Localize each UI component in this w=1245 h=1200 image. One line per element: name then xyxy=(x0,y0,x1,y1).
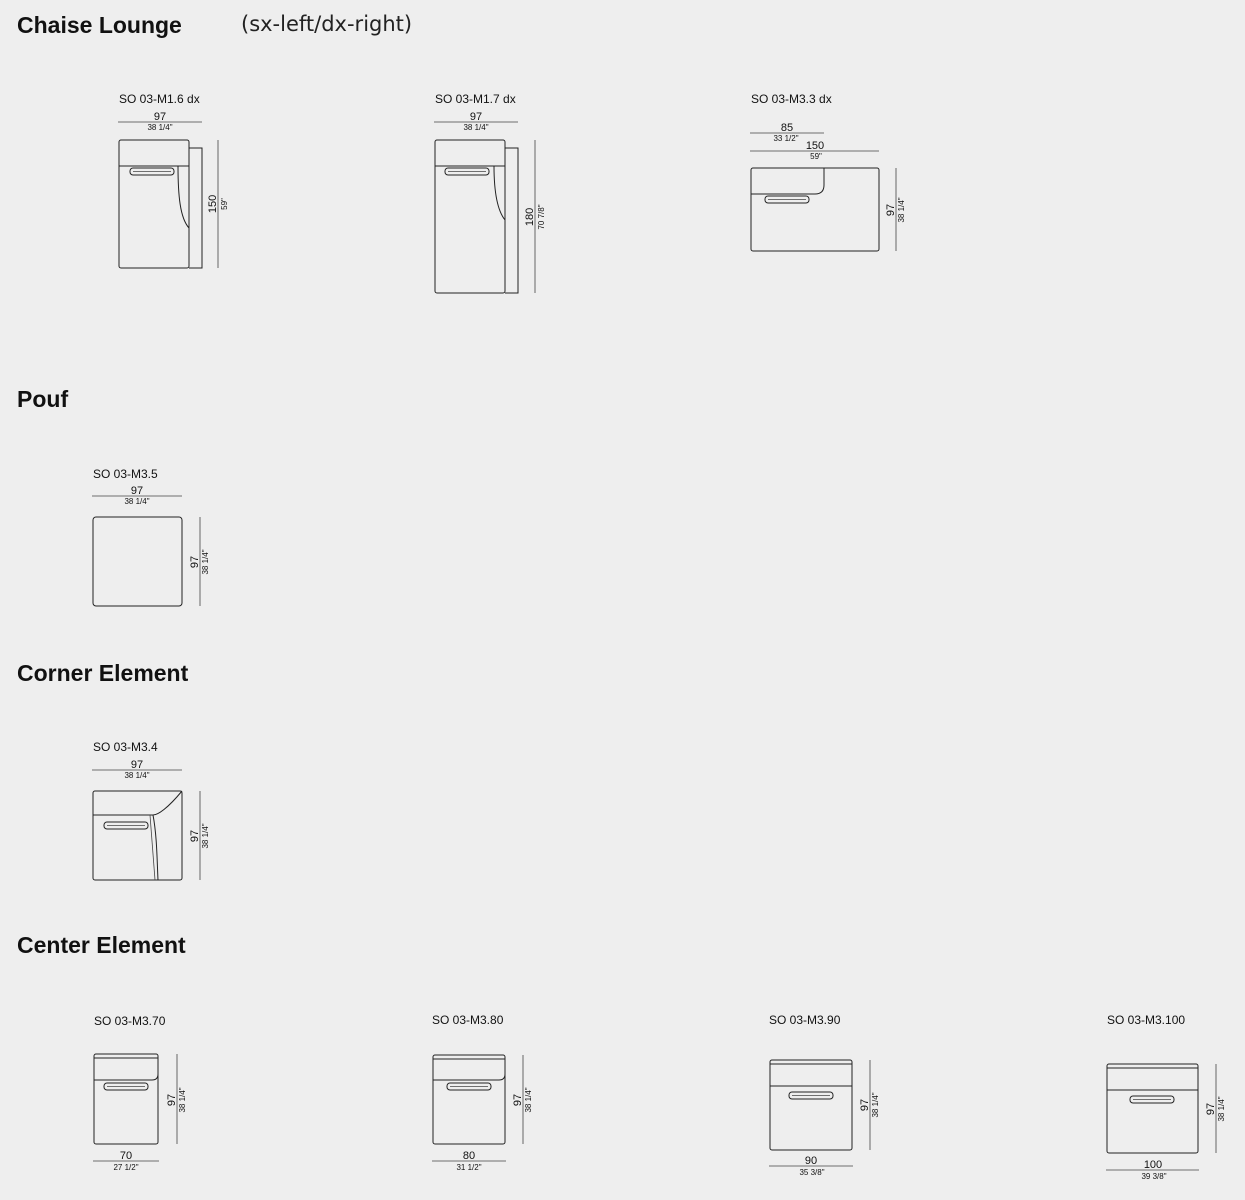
module-code: SO 03-M3.70 xyxy=(94,1014,166,1028)
module-m16: SO 03-M1.6 dx 97 38 1/4" 150 59" xyxy=(118,92,229,269)
width-cm: 150 xyxy=(806,140,824,152)
module-code: SO 03-M3.5 xyxy=(93,467,158,481)
chaise-m16-plan xyxy=(118,139,203,269)
module-m33: SO 03-M3.3 dx 85 33 1/2" 150 59" 97 38 1… xyxy=(750,92,906,252)
depth-inches: 38 1/4" xyxy=(871,1092,880,1117)
seat-cm: 85 xyxy=(781,122,793,134)
corner-m34-plan xyxy=(92,790,183,881)
width-cm: 80 xyxy=(463,1150,475,1162)
depth-inches: 70 7/8" xyxy=(537,204,546,229)
width-inches: 27 1/2" xyxy=(113,1163,138,1172)
module-m370: SO 03-M3.70 97 38 1/4" 70 27 1/2" xyxy=(93,1014,187,1172)
depth-cm: 97 xyxy=(189,556,201,568)
depth-inches: 38 1/4" xyxy=(1217,1096,1226,1121)
module-code: SO 03-M3.4 xyxy=(93,740,158,754)
section-subtitle-chaise-lounge: (sx-left/dx-right) xyxy=(241,12,413,36)
module-m17: SO 03-M1.7 dx 97 38 1/4" 180 70 7/8" xyxy=(434,92,546,294)
seat-inches: 33 1/2" xyxy=(773,134,798,143)
depth-inches: 38 1/4" xyxy=(524,1087,533,1112)
width-cm: 97 xyxy=(131,485,143,497)
depth-cm: 150 xyxy=(207,195,219,213)
module-code: SO 03-M3.80 xyxy=(432,1013,504,1027)
depth-inches: 38 1/4" xyxy=(897,197,906,222)
width-inches: 38 1/4" xyxy=(147,123,172,132)
section-title-center-element: Center Element xyxy=(17,932,186,958)
module-m35: SO 03-M3.5 97 38 1/4" 97 38 1/4" xyxy=(92,467,210,607)
center-m370-plan xyxy=(93,1053,159,1145)
depth-inches: 59" xyxy=(220,198,229,210)
section-title-pouf: Pouf xyxy=(17,386,69,412)
depth-inches: 38 1/4" xyxy=(178,1087,187,1112)
width-cm: 90 xyxy=(805,1155,817,1167)
section-title-chaise-lounge: Chaise Lounge xyxy=(17,12,182,38)
chaise-m17-plan xyxy=(434,139,519,294)
width-inches: 31 1/2" xyxy=(456,1163,481,1172)
width-inches: 39 3/8" xyxy=(1141,1172,1166,1181)
module-code: SO 03-M3.3 dx xyxy=(751,92,832,106)
module-m34: SO 03-M3.4 97 38 1/4" 97 38 1/4" xyxy=(92,740,210,881)
module-code: SO 03-M3.90 xyxy=(769,1013,841,1027)
depth-cm: 97 xyxy=(1205,1103,1217,1115)
center-m390-plan xyxy=(769,1059,853,1151)
width-cm: 97 xyxy=(131,759,143,771)
section-title-corner-element: Corner Element xyxy=(17,660,189,686)
depth-cm: 97 xyxy=(859,1099,871,1111)
width-inches: 59" xyxy=(810,152,822,161)
module-code: SO 03-M3.100 xyxy=(1107,1013,1185,1027)
depth-cm: 97 xyxy=(189,830,201,842)
width-cm: 97 xyxy=(470,111,482,123)
center-m3100-plan xyxy=(1106,1063,1199,1154)
width-cm: 70 xyxy=(120,1150,132,1162)
width-inches: 38 1/4" xyxy=(463,123,488,132)
width-inches: 38 1/4" xyxy=(124,771,149,780)
module-code: SO 03-M1.7 dx xyxy=(435,92,516,106)
pouf-m35-plan xyxy=(92,516,183,607)
module-m3100: SO 03-M3.100 97 38 1/4" 100 39 3/8" xyxy=(1106,1013,1226,1181)
depth-cm: 97 xyxy=(885,204,897,216)
depth-cm: 97 xyxy=(512,1094,524,1106)
chaise-m33-plan xyxy=(750,167,880,252)
center-m380-plan xyxy=(432,1054,506,1145)
width-inches: 38 1/4" xyxy=(124,497,149,506)
depth-cm: 97 xyxy=(166,1094,178,1106)
width-cm: 100 xyxy=(1144,1159,1162,1171)
width-cm: 97 xyxy=(154,111,166,123)
depth-inches: 38 1/4" xyxy=(201,823,210,848)
depth-cm: 180 xyxy=(524,208,536,226)
module-code: SO 03-M1.6 dx xyxy=(119,92,200,106)
width-inches: 35 3/8" xyxy=(799,1168,824,1177)
module-m380: SO 03-M3.80 97 38 1/4" 80 31 1/2" xyxy=(432,1013,533,1172)
depth-inches: 38 1/4" xyxy=(201,549,210,574)
module-m390: SO 03-M3.90 97 38 1/4" 90 35 3/8" xyxy=(769,1013,880,1177)
